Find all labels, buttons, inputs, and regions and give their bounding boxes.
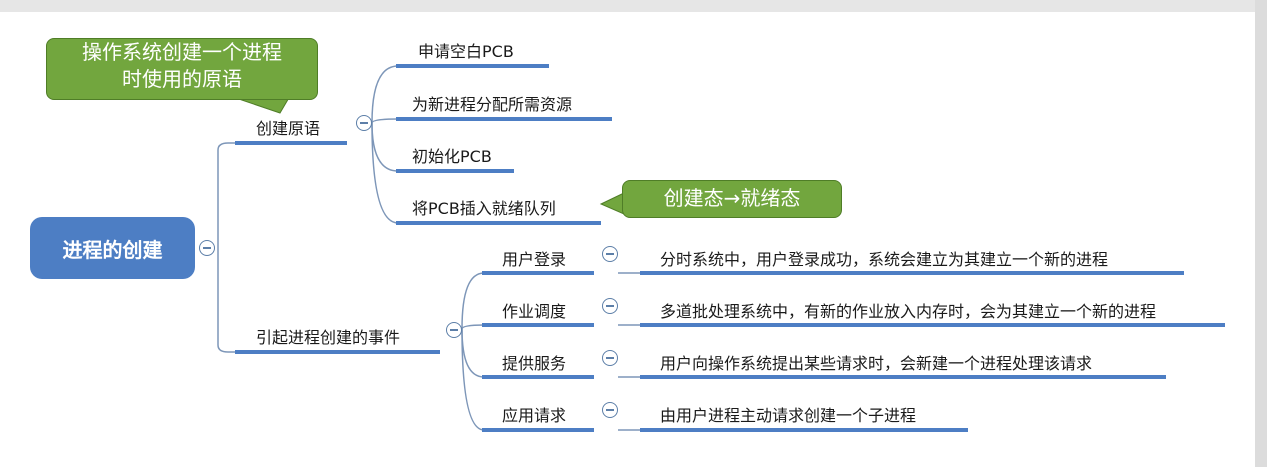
callout-line2: 时使用的原语 xyxy=(122,67,242,91)
branch-create-primitive-label[interactable]: 创建原语 xyxy=(256,119,321,138)
detail-application-request[interactable]: 由用户进程主动请求创建一个子进程 xyxy=(660,406,917,425)
detail-underline xyxy=(640,323,1225,327)
item-init-pcb[interactable]: 初始化PCB xyxy=(412,147,492,166)
event-underline xyxy=(482,375,594,379)
callout-line1: 操作系统创建一个进程 xyxy=(82,40,282,64)
top-bar xyxy=(0,0,1267,12)
event-user-login[interactable]: 用户登录 xyxy=(502,250,567,269)
event-provide-service-collapse-icon[interactable] xyxy=(602,350,618,366)
item-underline xyxy=(396,117,612,121)
event-application-request[interactable]: 应用请求 xyxy=(502,406,567,425)
item-insert-ready-queue[interactable]: 将PCB插入就绪队列 xyxy=(412,199,556,218)
detail-user-login[interactable]: 分时系统中，用户登录成功，系统会建立为其建立一个新的进程 xyxy=(660,250,1109,269)
item-request-pcb[interactable]: 申请空白PCB xyxy=(418,42,514,61)
event-job-scheduling[interactable]: 作业调度 xyxy=(502,302,567,321)
event-underline xyxy=(482,271,594,275)
detail-underline xyxy=(640,271,1184,275)
branch-creation-events-label[interactable]: 引起进程创建的事件 xyxy=(256,328,401,347)
event-user-login-collapse-icon[interactable] xyxy=(602,246,618,262)
branch-create-primitive-collapse-icon[interactable] xyxy=(356,115,372,131)
detail-underline xyxy=(640,375,1166,379)
branch-create-primitive-underline xyxy=(235,141,347,145)
root-collapse-icon[interactable] xyxy=(199,240,215,256)
event-underline xyxy=(482,323,594,327)
root-node[interactable]: 进程的创建 xyxy=(30,217,195,279)
branch-creation-events-underline xyxy=(235,350,440,354)
event-provide-service[interactable]: 提供服务 xyxy=(502,354,567,373)
branch-creation-events-collapse-icon[interactable] xyxy=(446,322,462,338)
right-edge xyxy=(1255,0,1267,467)
detail-underline xyxy=(640,428,968,432)
item-underline xyxy=(396,169,514,173)
item-underline xyxy=(396,64,549,68)
event-application-request-collapse-icon[interactable] xyxy=(602,402,618,418)
detail-provide-service[interactable]: 用户向操作系统提出某些请求时，会新建一个进程处理该请求 xyxy=(660,354,1093,373)
callout-create-primitive: 操作系统创建一个进程 时使用的原语 xyxy=(46,38,318,100)
event-underline xyxy=(482,428,594,432)
callout-state-change: 创建态→就绪态 xyxy=(622,180,842,218)
item-underline xyxy=(396,221,601,225)
item-allocate-resources[interactable]: 为新进程分配所需资源 xyxy=(412,95,573,114)
detail-job-scheduling[interactable]: 多道批处理系统中，有新的作业放入内存时，会为其建立一个新的进程 xyxy=(660,302,1157,321)
event-job-scheduling-collapse-icon[interactable] xyxy=(602,298,618,314)
